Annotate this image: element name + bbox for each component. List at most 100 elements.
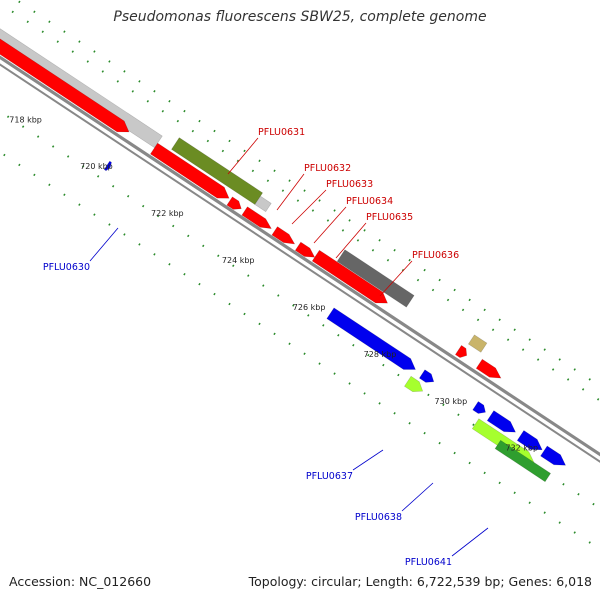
tick-mark: [86, 60, 89, 63]
gene-labels: PFLU0631PFLU0632PFLU0633PFLU0634PFLU0635…: [43, 127, 489, 568]
tick-mark: [247, 274, 250, 277]
scale-label: 718 kbp: [9, 115, 42, 124]
tick-mark: [56, 40, 59, 43]
tick-mark: [453, 288, 456, 292]
tick-mark: [476, 318, 480, 322]
gene-features: [0, 28, 567, 483]
gene-label-reverse: PFLU0641: [405, 557, 452, 568]
tick-mark: [26, 20, 29, 24]
tick-mark: [378, 402, 381, 405]
tick-mark: [51, 145, 55, 148]
gene-red: [294, 241, 316, 258]
tick-mark: [288, 179, 291, 182]
backbone-line: [0, 63, 600, 463]
label-leader-line: [291, 189, 327, 225]
tick-mark: [577, 492, 580, 496]
tick-mark: [213, 129, 216, 133]
gene-label-forward: PFLU0633: [326, 179, 373, 190]
label-leader-line: [335, 222, 367, 259]
tick-mark: [221, 149, 225, 153]
tick-mark: [183, 272, 186, 276]
gene-label-forward: PFLU0634: [346, 196, 393, 207]
tick-mark: [393, 412, 396, 415]
tick-mark: [18, 163, 21, 167]
label-leader-line: [227, 137, 259, 175]
tick-mark: [386, 258, 390, 262]
gene-label-forward: PFLU0631: [258, 127, 305, 138]
tick-mark: [33, 10, 36, 14]
tick-mark: [468, 461, 471, 465]
tick-mark: [348, 219, 351, 222]
tick-mark: [18, 0, 21, 4]
tick-mark: [93, 213, 96, 216]
tick-mark: [513, 491, 516, 495]
tick-mark: [198, 119, 201, 123]
tick-mark: [111, 185, 115, 188]
tick-mark: [273, 169, 276, 172]
tick-mark: [427, 393, 430, 397]
tick-mark: [341, 229, 345, 232]
tick-mark: [131, 90, 135, 93]
tick-mark: [232, 264, 235, 267]
gene-label-forward: PFLU0636: [412, 250, 459, 261]
tick-mark: [168, 263, 171, 266]
gene-light-grey: [254, 195, 272, 213]
tick-mark: [483, 308, 486, 312]
gene-lime: [404, 375, 424, 392]
tick-mark: [528, 501, 531, 504]
gene-blue: [486, 410, 517, 433]
tick-mark: [461, 308, 465, 312]
label-leader-line: [401, 482, 434, 512]
label-leader-line: [89, 227, 119, 262]
tick-mark: [393, 248, 396, 252]
gene-label-reverse: PFLU0630: [43, 262, 90, 273]
tick-mark: [551, 368, 555, 371]
label-leader-line: [451, 527, 489, 557]
tick-mark: [363, 229, 366, 232]
tick-mark: [206, 139, 210, 143]
tick-mark: [596, 398, 600, 401]
gene-red: [0, 38, 130, 133]
tick-mark: [243, 149, 246, 153]
tick-mark: [521, 348, 525, 351]
tick-mark: [363, 392, 366, 395]
tick-mark: [352, 343, 355, 347]
tick-mark: [337, 334, 340, 337]
tick-mark: [513, 328, 516, 331]
tick-mark: [348, 382, 351, 385]
tick-mark: [303, 352, 306, 355]
tick-mark: [566, 378, 570, 381]
tick-mark: [127, 194, 130, 198]
tick-mark: [202, 244, 205, 248]
accession-text: Accession: NC_012660: [9, 574, 152, 589]
tick-mark: [367, 353, 370, 357]
tick-mark: [142, 204, 145, 208]
tick-mark: [592, 502, 595, 506]
tick-mark: [36, 135, 40, 138]
tick-mark: [506, 338, 510, 341]
gene-label-forward: PFLU0632: [304, 163, 351, 174]
map-title: Pseudomonas fluorescens SBW25, complete …: [113, 9, 487, 25]
tick-mark: [101, 70, 104, 73]
tick-mark: [472, 423, 475, 426]
gene-label-reverse: PFLU0638: [355, 512, 402, 523]
gene-red: [226, 196, 242, 210]
tick-mark: [168, 99, 171, 103]
label-leader-line: [379, 260, 413, 297]
gene-red: [475, 358, 502, 379]
gene-tan: [467, 334, 488, 353]
tick-mark: [153, 253, 156, 256]
tick-mark: [157, 214, 160, 218]
tick-mark: [176, 119, 180, 123]
tick-mark: [281, 189, 285, 192]
tick-mark: [356, 239, 360, 242]
tick-mark: [243, 312, 246, 316]
tick-mark: [498, 481, 501, 485]
tick-mark: [292, 304, 295, 307]
tick-mark: [161, 109, 165, 113]
scale-label: 720 kbp: [80, 162, 113, 171]
tick-mark: [311, 209, 315, 212]
tick-mark: [468, 298, 471, 302]
